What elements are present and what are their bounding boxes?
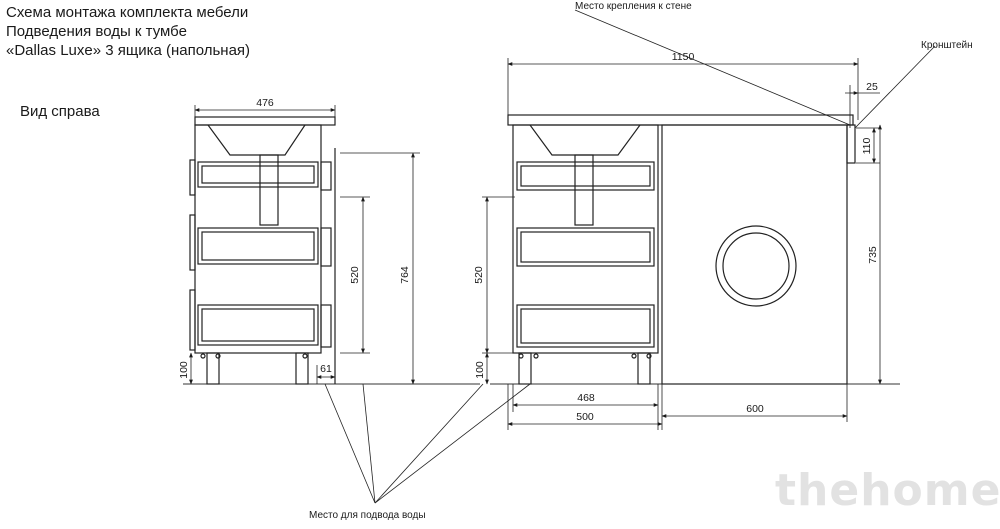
front-base-dot-1 [518, 353, 524, 359]
annotation-bracket: Кронштейн [921, 40, 973, 51]
side-countertop [194, 116, 336, 126]
front-view-dimensions [482, 58, 882, 430]
side-drawer-1-inner [201, 165, 315, 184]
bracket-plate [846, 124, 856, 164]
side-leg-back [295, 352, 309, 385]
title-line-1: Схема монтажа комплекта мебели [6, 4, 249, 21]
front-drawer-3-inner [520, 308, 651, 344]
side-leg-front [206, 352, 220, 385]
side-front-edge-2 [189, 214, 196, 271]
dim-front-520: 520 [473, 266, 485, 284]
annotation-water-supply: Место для подвода воды [309, 510, 426, 521]
front-leg-right [637, 352, 651, 385]
side-drawer-2-inner [201, 231, 315, 261]
side-drawer-3-inner [201, 308, 315, 342]
annotation-wall-mount: Место крепления к стене [575, 1, 692, 12]
dim-front-600: 600 [746, 403, 764, 415]
front-drawer-2 [516, 227, 655, 267]
dim-side-leg-100: 100 [178, 361, 190, 379]
dim-side-61: 61 [320, 363, 332, 375]
side-body [194, 124, 322, 354]
watermark-logo: thehome [775, 465, 1000, 516]
front-drawer-3 [516, 304, 655, 348]
side-handle-2 [320, 227, 332, 267]
front-countertop [507, 114, 854, 126]
front-sink-bowl [529, 124, 641, 156]
dim-front-25: 25 [866, 81, 878, 93]
side-base-dot-2 [215, 353, 221, 359]
side-drawer-2 [197, 227, 319, 265]
front-base-dot-3 [631, 353, 637, 359]
front-drawer-1-inner [520, 165, 651, 187]
washer-door-inner [722, 232, 790, 300]
dim-front-500: 500 [576, 411, 594, 423]
side-view-label: Вид справа [20, 103, 100, 120]
side-base-dot-3 [302, 353, 308, 359]
front-base-dot-2 [533, 353, 539, 359]
annotation-leaders [324, 9, 936, 504]
dim-side-width: 476 [256, 97, 274, 109]
side-handle-3 [320, 304, 332, 348]
dim-front-leg-100: 100 [474, 361, 486, 379]
front-cabinet-body [512, 124, 659, 354]
side-drawer-1 [197, 161, 319, 188]
title-line-2: Подведения воды к тумбе [6, 23, 187, 40]
front-drawer-1 [516, 161, 655, 191]
dim-front-110: 110 [861, 137, 873, 154]
washing-machine-space [661, 124, 848, 385]
dim-side-764: 764 [399, 266, 411, 284]
side-front-edge-1 [189, 159, 196, 196]
front-drawer-2-inner [520, 231, 651, 263]
dim-front-1150: 1150 [672, 51, 695, 63]
dim-front-735: 735 [867, 246, 879, 264]
side-handle-1 [320, 161, 332, 191]
side-sink-bowl [207, 124, 306, 156]
side-front-edge-3 [189, 289, 196, 351]
front-leg-left [518, 352, 532, 385]
dim-side-520: 520 [349, 266, 361, 284]
side-base-dot-1 [200, 353, 206, 359]
title-line-3: «Dallas Luxe» 3 ящика (напольная) [6, 42, 251, 59]
front-base-dot-4 [646, 353, 652, 359]
side-view-cabinet [189, 116, 336, 385]
side-siphon-pipe [259, 154, 279, 226]
side-drawer-3 [197, 304, 319, 346]
washer-door-outer [715, 225, 797, 307]
front-view-cabinet [507, 114, 856, 385]
dim-front-468: 468 [577, 392, 595, 404]
side-view-dimensions [189, 105, 420, 385]
